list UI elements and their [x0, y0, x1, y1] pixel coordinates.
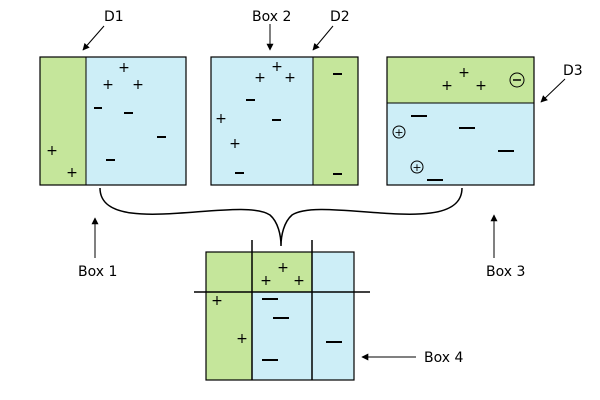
plus-charge: + — [215, 111, 227, 127]
box-1-frame — [39, 56, 187, 186]
plus-charge: + — [475, 78, 487, 94]
box-1-d1-region — [39, 56, 87, 186]
plus-charge: + — [254, 70, 266, 86]
plus-charge: + — [277, 260, 289, 276]
circled-plus-charge: + — [410, 160, 424, 174]
box-3-main-region — [386, 102, 535, 186]
box-3: + + + + + — [386, 56, 535, 186]
plus-charge: + — [132, 77, 144, 93]
plus-charge: + — [458, 65, 470, 81]
box-4: + + + + + — [194, 240, 370, 381]
box-1-main-region — [85, 56, 187, 186]
box-1: + + + + + — [39, 56, 187, 186]
label-d3: D3 — [563, 63, 583, 79]
label-d1: D1 — [104, 9, 124, 25]
plus-charge: + — [66, 165, 78, 181]
plus-charge: + — [236, 331, 248, 347]
box-4-d3-region — [252, 252, 312, 292]
plus-charge: + — [118, 60, 130, 76]
box-4-frame — [205, 251, 355, 381]
plus-charge: + — [293, 273, 305, 289]
box-4-d1-region — [206, 252, 252, 380]
box-2: + + + + + — [210, 56, 359, 186]
curly-brace — [99, 187, 463, 247]
plus-charge: + — [102, 77, 114, 93]
arrow-d3 — [540, 78, 566, 103]
label-box-4: Box 4 — [424, 350, 463, 366]
plus-charge: + — [211, 293, 223, 309]
box-2-frame — [210, 56, 359, 186]
plus-charge: + — [46, 143, 58, 159]
circled-minus-charge — [509, 72, 525, 88]
plus-charge: + — [229, 136, 241, 152]
arrow-d1 — [82, 25, 105, 51]
box-4-center-region — [252, 292, 312, 380]
box-2-d2-region — [312, 56, 359, 186]
box-4-right-region — [312, 252, 354, 380]
plus-charge: + — [260, 273, 272, 289]
label-d2: D2 — [330, 9, 350, 25]
box-3-frame — [386, 56, 535, 186]
label-box-3: Box 3 — [486, 264, 525, 280]
label-box-1: Box 1 — [78, 264, 117, 280]
label-box-2: Box 2 — [252, 9, 291, 25]
arrow-d2 — [312, 25, 334, 51]
svg-text:+: + — [394, 126, 403, 139]
svg-text:+: + — [412, 161, 421, 174]
plus-charge: + — [441, 78, 453, 94]
plus-charge: + — [271, 59, 283, 75]
circled-plus-charge: + — [392, 125, 406, 139]
plus-charge: + — [284, 70, 296, 86]
